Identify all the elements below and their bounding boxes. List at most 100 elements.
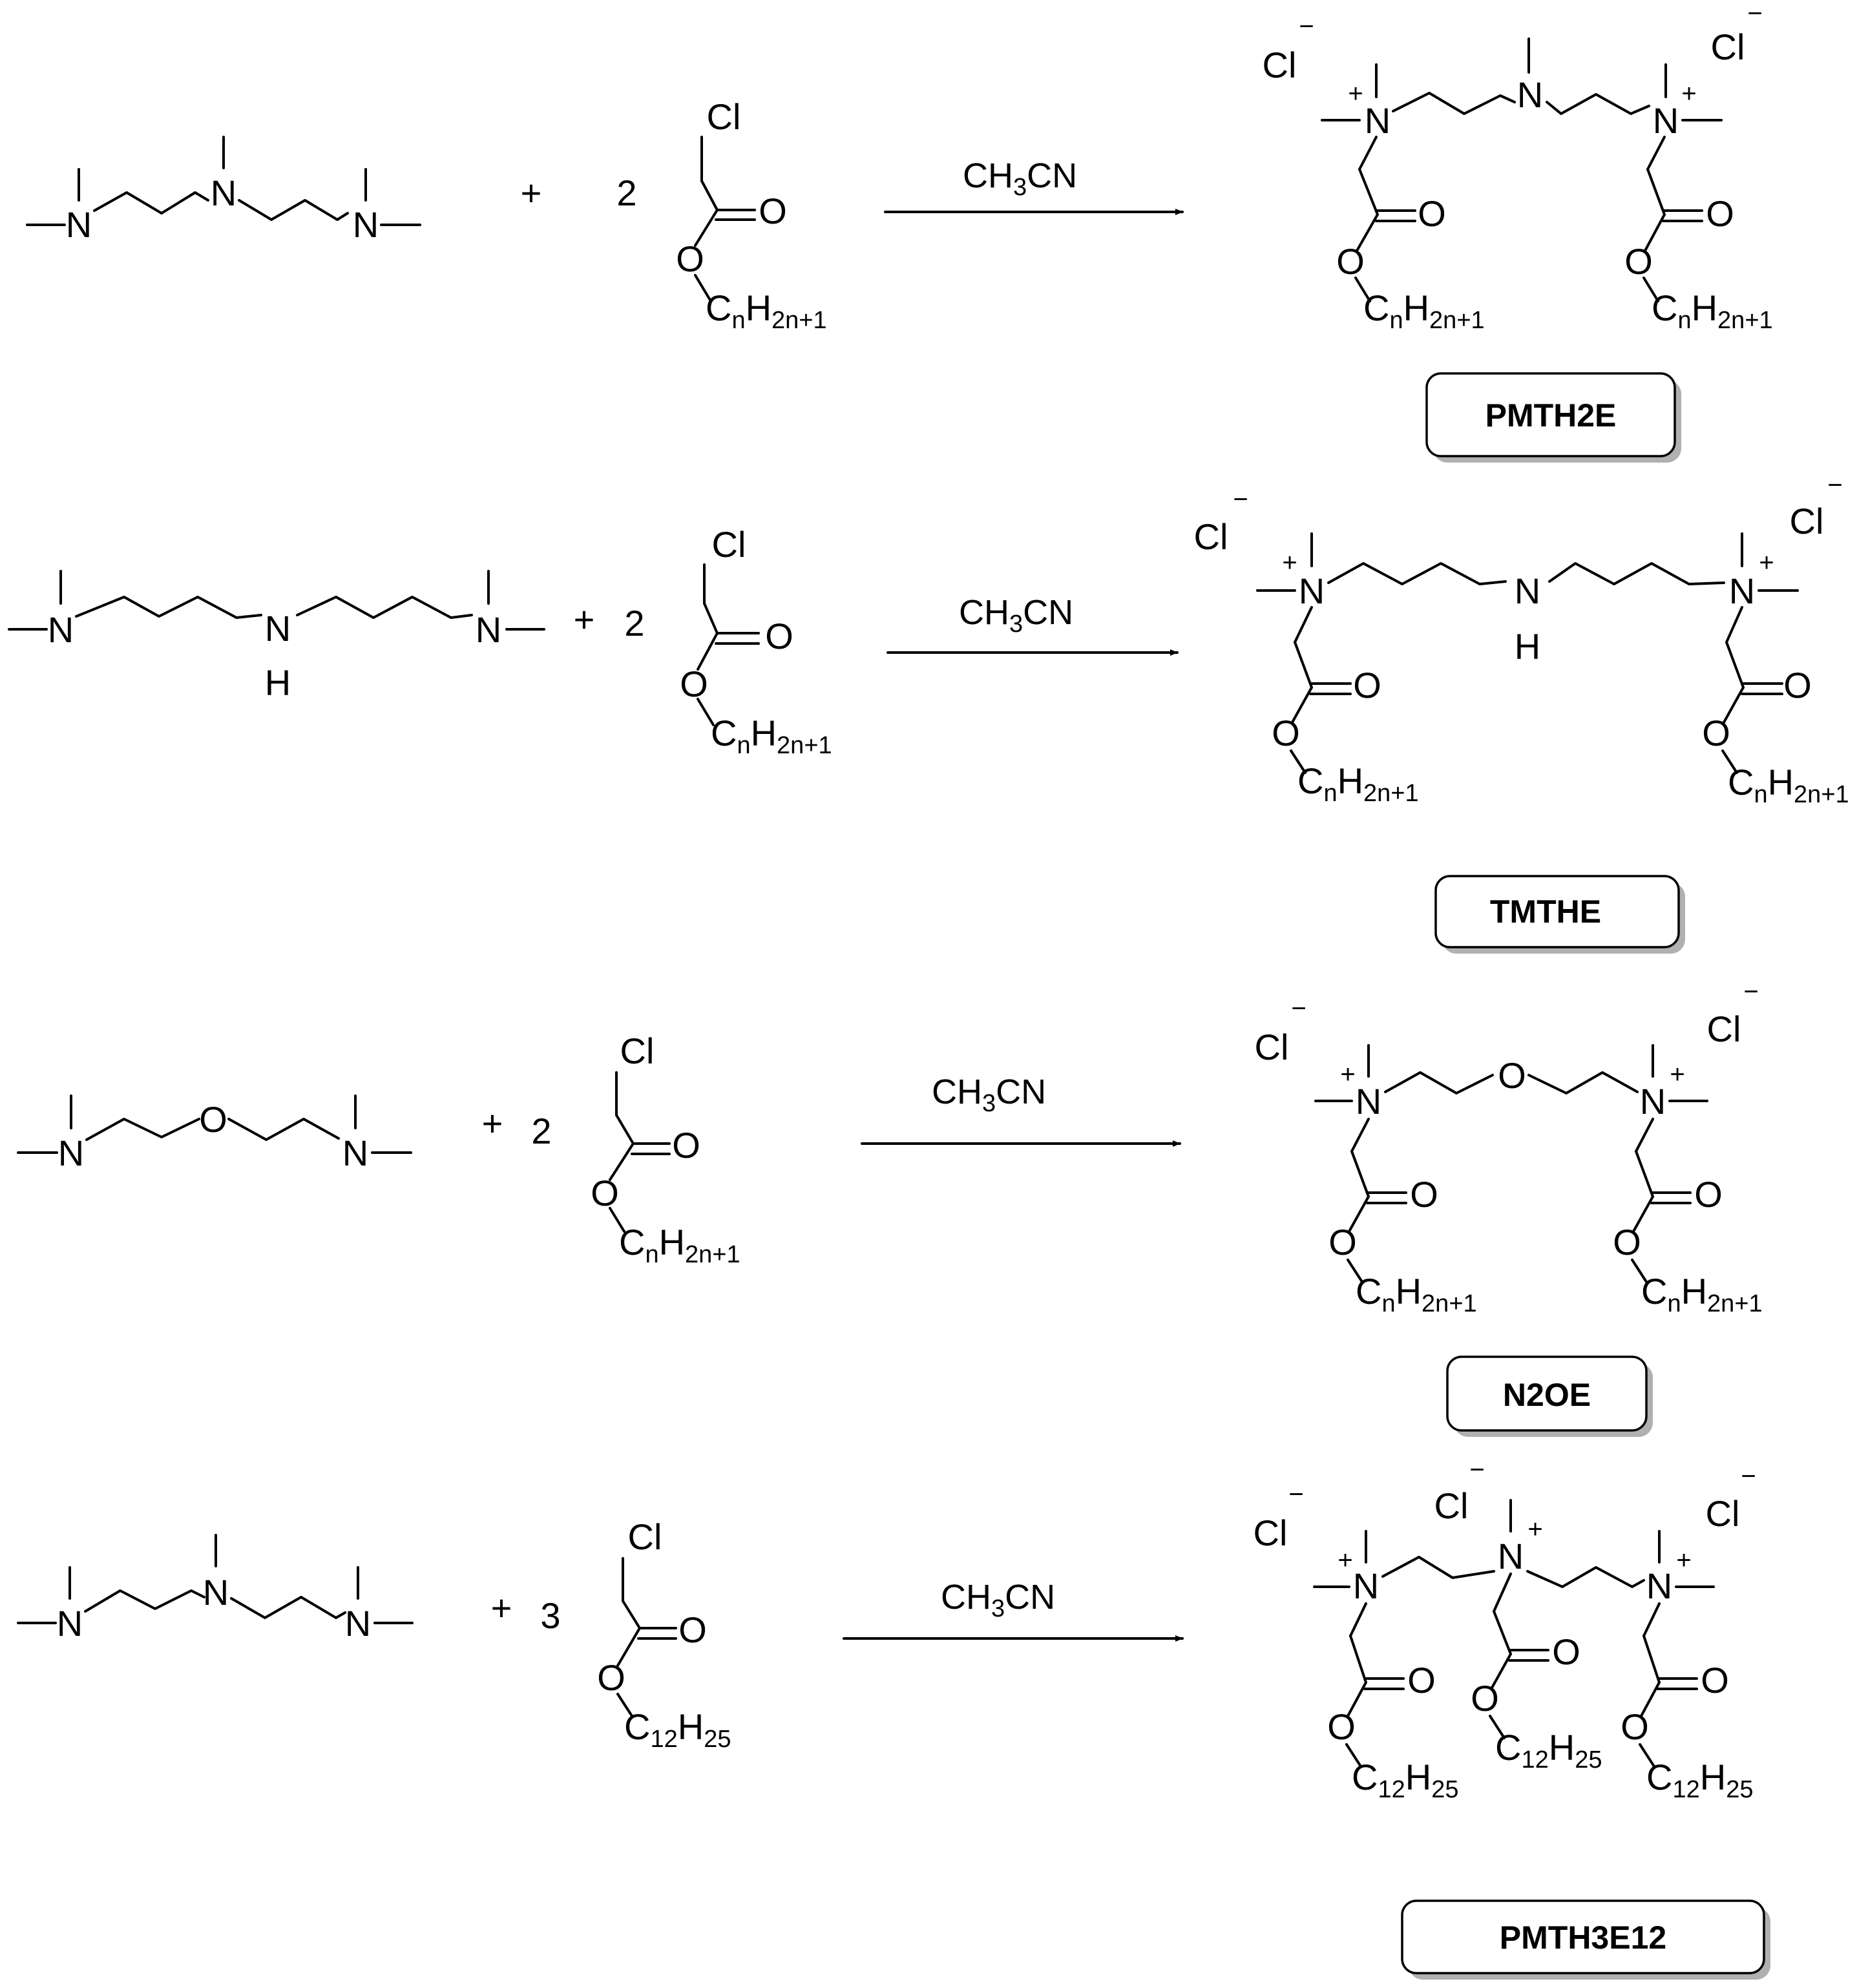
reaction-arrow: CH3CN	[861, 1072, 1181, 1147]
alkyl-chain-cnh2n1: CnH2n+1	[711, 713, 832, 759]
cl-atom: Cl	[620, 1031, 655, 1071]
reaction-4: N N N + 3 Cl O O C12H25 CH3CN Cl	[17, 1456, 1770, 1980]
reactant-amine: N N N	[26, 136, 421, 245]
solvent-label: CH3CN	[963, 156, 1077, 201]
o-atom: O	[676, 238, 704, 279]
reactant-chloroacetate: Cl O O CnH2n+1	[676, 96, 826, 334]
positive-charge: +	[1759, 549, 1774, 577]
plus-sign: +	[482, 1103, 503, 1144]
chloride-ion: Cl	[1706, 1493, 1740, 1534]
chloride-ion: Cl	[1711, 26, 1745, 67]
o-atom: O	[1418, 193, 1446, 234]
n-atom: N	[342, 1133, 368, 1173]
alkyl-chain-cnh2n1: CnH2n+1	[706, 288, 827, 334]
o-atom: O	[765, 616, 793, 656]
reaction-1: N N N + 2 Cl O O CnH2n+1 CH3CN Cl − Cl −	[26, 0, 1773, 463]
o-atom: O	[1407, 1660, 1436, 1700]
stoichiometric-coefficient: 2	[531, 1111, 551, 1151]
stoichiometric-coefficient: 2	[624, 603, 644, 643]
reactant-chloroacetate: Cl O O CnH2n+1	[591, 1031, 740, 1268]
product-name: PMTH3E12	[1500, 1920, 1666, 1956]
alkyl-chain-c12h25: C12H25	[1352, 1757, 1458, 1803]
positive-charge: +	[1676, 1546, 1691, 1575]
solvent-label: CH3CN	[932, 1072, 1046, 1117]
n-atom: N	[1365, 100, 1391, 141]
o-atom: O	[1552, 1631, 1580, 1672]
negative-charge: −	[1743, 978, 1758, 1006]
positive-charge: +	[1348, 79, 1363, 108]
alkyl-chain-c12h25: C12H25	[624, 1706, 731, 1753]
reactant-amine: N O N	[17, 1094, 412, 1173]
negative-charge: −	[1827, 471, 1842, 499]
reactant-amine: N N N	[17, 1534, 414, 1644]
o-atom: O	[1410, 1174, 1438, 1215]
reaction-arrow: CH3CN	[843, 1578, 1184, 1642]
o-atom: O	[1621, 1706, 1649, 1747]
reaction-3: N O N + 2 Cl O O CnH2n+1 CH3CN Cl −	[17, 978, 1763, 1437]
o-atom: O	[1694, 1174, 1723, 1215]
alkyl-subscript: 2n+1	[771, 307, 827, 334]
o-atom: O	[672, 1125, 700, 1166]
o-atom: O	[680, 664, 708, 704]
positive-charge: +	[1338, 1546, 1352, 1575]
negative-charge: −	[1741, 1462, 1756, 1491]
o-atom: O	[199, 1099, 227, 1140]
o-atom: O	[1624, 241, 1653, 282]
positive-charge: +	[1282, 549, 1297, 577]
product-label: PMTH2E	[1425, 372, 1681, 463]
o-atom: O	[1328, 1222, 1357, 1262]
n-atom: N	[1353, 1565, 1379, 1606]
product-label: TMTHE	[1434, 875, 1685, 954]
o-atom: O	[597, 1657, 625, 1698]
n-atom: N	[1640, 1081, 1666, 1122]
o-atom: O	[1353, 665, 1381, 706]
reaction-arrow: CH3CN	[887, 593, 1179, 656]
negative-charge: −	[1233, 485, 1248, 514]
o-atom: O	[1498, 1055, 1526, 1096]
chloride-ion: Cl	[1434, 1485, 1469, 1526]
cl-atom: Cl	[712, 524, 746, 565]
h-atom: H	[265, 662, 291, 703]
n-atom: N	[476, 609, 501, 650]
product-n2oe: Cl − Cl − N + O N + O O	[1255, 978, 1763, 1317]
negative-charge: −	[1291, 994, 1306, 1023]
n-atom: N	[66, 204, 92, 245]
solvent-label: CH3CN	[941, 1578, 1055, 1622]
o-atom: O	[1327, 1706, 1356, 1747]
n-atom: N	[1653, 100, 1679, 141]
reaction-arrow: CH3CN	[884, 156, 1184, 215]
product-name: PMTH2E	[1485, 397, 1617, 434]
chloride-ion: Cl	[1263, 45, 1297, 85]
reactant-amine: N N H N	[8, 570, 545, 703]
n-atom: N	[203, 1572, 229, 1613]
alkyl-chain-c12h25: C12H25	[1495, 1727, 1602, 1774]
product-label: N2OE	[1446, 1355, 1653, 1437]
n-atom: N	[265, 608, 291, 649]
cl-atom: Cl	[628, 1516, 662, 1557]
o-atom: O	[1701, 1660, 1729, 1700]
alkyl-chain-cnh2n1: CnH2n+1	[1356, 1271, 1477, 1317]
chloride-ion: Cl	[1707, 1009, 1741, 1049]
negative-charge: −	[1299, 12, 1314, 41]
alkyl-h: H	[746, 288, 771, 328]
solvent-label: CH3CN	[959, 593, 1073, 638]
alkyl-chain-cnh2n1: CnH2n+1	[1641, 1271, 1763, 1317]
o-atom: O	[1336, 241, 1365, 282]
plus-sign: +	[521, 173, 542, 213]
stoichiometric-coefficient: 2	[616, 173, 636, 213]
n-atom: N	[345, 1603, 371, 1644]
chloride-ion: Cl	[1255, 1027, 1289, 1067]
product-name: TMTHE	[1490, 894, 1601, 930]
chloride-ion: Cl	[1254, 1512, 1288, 1553]
o-atom: O	[678, 1609, 707, 1650]
product-pmth3e12: Cl − Cl − Cl − N + N + N +	[1254, 1456, 1756, 1803]
alkyl-n-subscript: n	[731, 307, 745, 334]
chloride-ion: Cl	[1194, 516, 1228, 557]
positive-charge: +	[1681, 79, 1696, 108]
alkyl-chain-cnh2n1: CnH2n+1	[619, 1222, 740, 1268]
n-atom: N	[1498, 1536, 1524, 1576]
chloride-ion: Cl	[1790, 501, 1824, 541]
plus-sign: +	[491, 1587, 512, 1628]
negative-charge: −	[1288, 1480, 1303, 1509]
